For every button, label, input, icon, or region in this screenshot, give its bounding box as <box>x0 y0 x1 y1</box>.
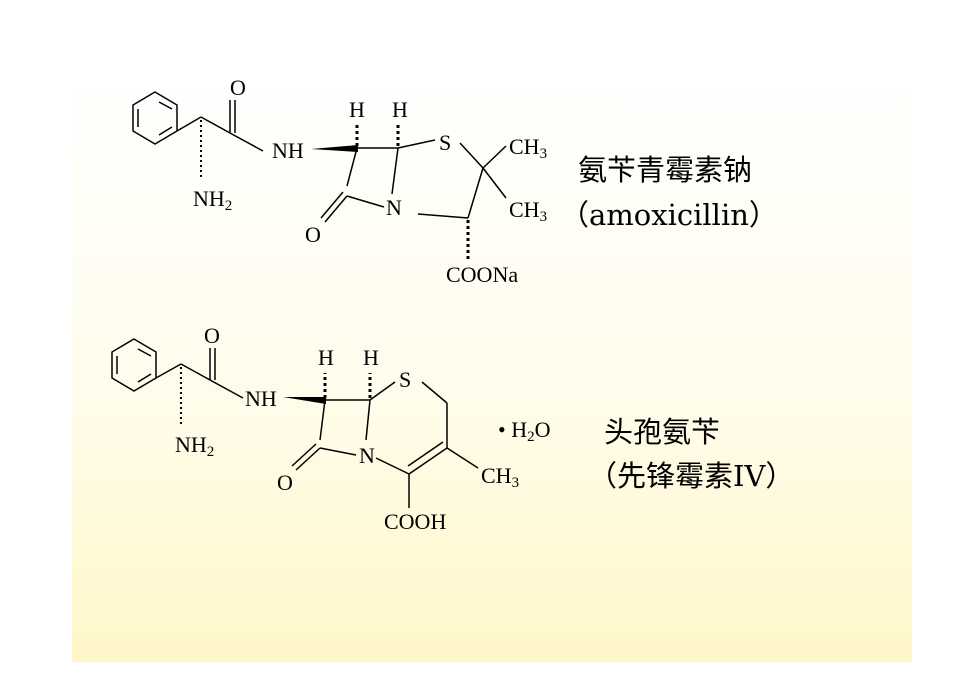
c1-nh-label: NH <box>272 138 304 163</box>
c2-hydrate-label: • H2O <box>498 417 550 445</box>
c2-ch3-label: CH3 <box>481 463 519 491</box>
c2-nh2-label: NH2 <box>175 432 214 460</box>
compound2-alt-name: （先锋霉素IV） <box>588 459 795 493</box>
compound1-chinese-name: 氨苄青霉素钠 <box>578 153 753 187</box>
compound1-english-name: （amoxicillin） <box>560 198 778 232</box>
c1-ch3-top: CH3 <box>509 134 547 162</box>
c2-h-left: H <box>318 345 334 370</box>
c1-wedge-bond <box>311 145 358 152</box>
c2-phenyl-ring <box>111 338 157 392</box>
c2-bonds <box>155 348 479 508</box>
c2-lactam-o: O <box>277 470 293 495</box>
c1-n-label: N <box>386 195 402 220</box>
c1-nh2-label: NH2 <box>193 186 232 214</box>
c2-nh-label: NH <box>245 386 277 411</box>
c1-s-label: S <box>439 130 451 155</box>
c2-n-label: N <box>359 443 375 468</box>
c1-phenyl-ring <box>132 91 178 145</box>
c1-bonds <box>176 100 507 262</box>
c2-h-right: H <box>363 345 379 370</box>
c2-wedge-bond <box>283 397 326 404</box>
compound2-chinese-name: 头孢氨苄 <box>604 415 721 449</box>
c2-s-label: S <box>399 367 411 392</box>
c1-h-right: H <box>392 97 408 122</box>
compound2-structure: O NH NH2 H H S N O CH3 COOH • H2O <box>111 323 550 534</box>
c2-cooh-label: COOH <box>384 509 446 534</box>
c1-lactam-o: O <box>305 222 321 247</box>
c1-carbonyl-o: O <box>230 75 246 100</box>
c2-carbonyl-o: O <box>204 323 220 348</box>
c1-ch3-bottom: CH3 <box>509 197 547 225</box>
c1-coona-label: COONa <box>446 262 518 287</box>
c1-h-left: H <box>349 97 365 122</box>
compound1-structure: O NH NH2 H H S CH3 CH3 N O COONa <box>132 75 547 287</box>
